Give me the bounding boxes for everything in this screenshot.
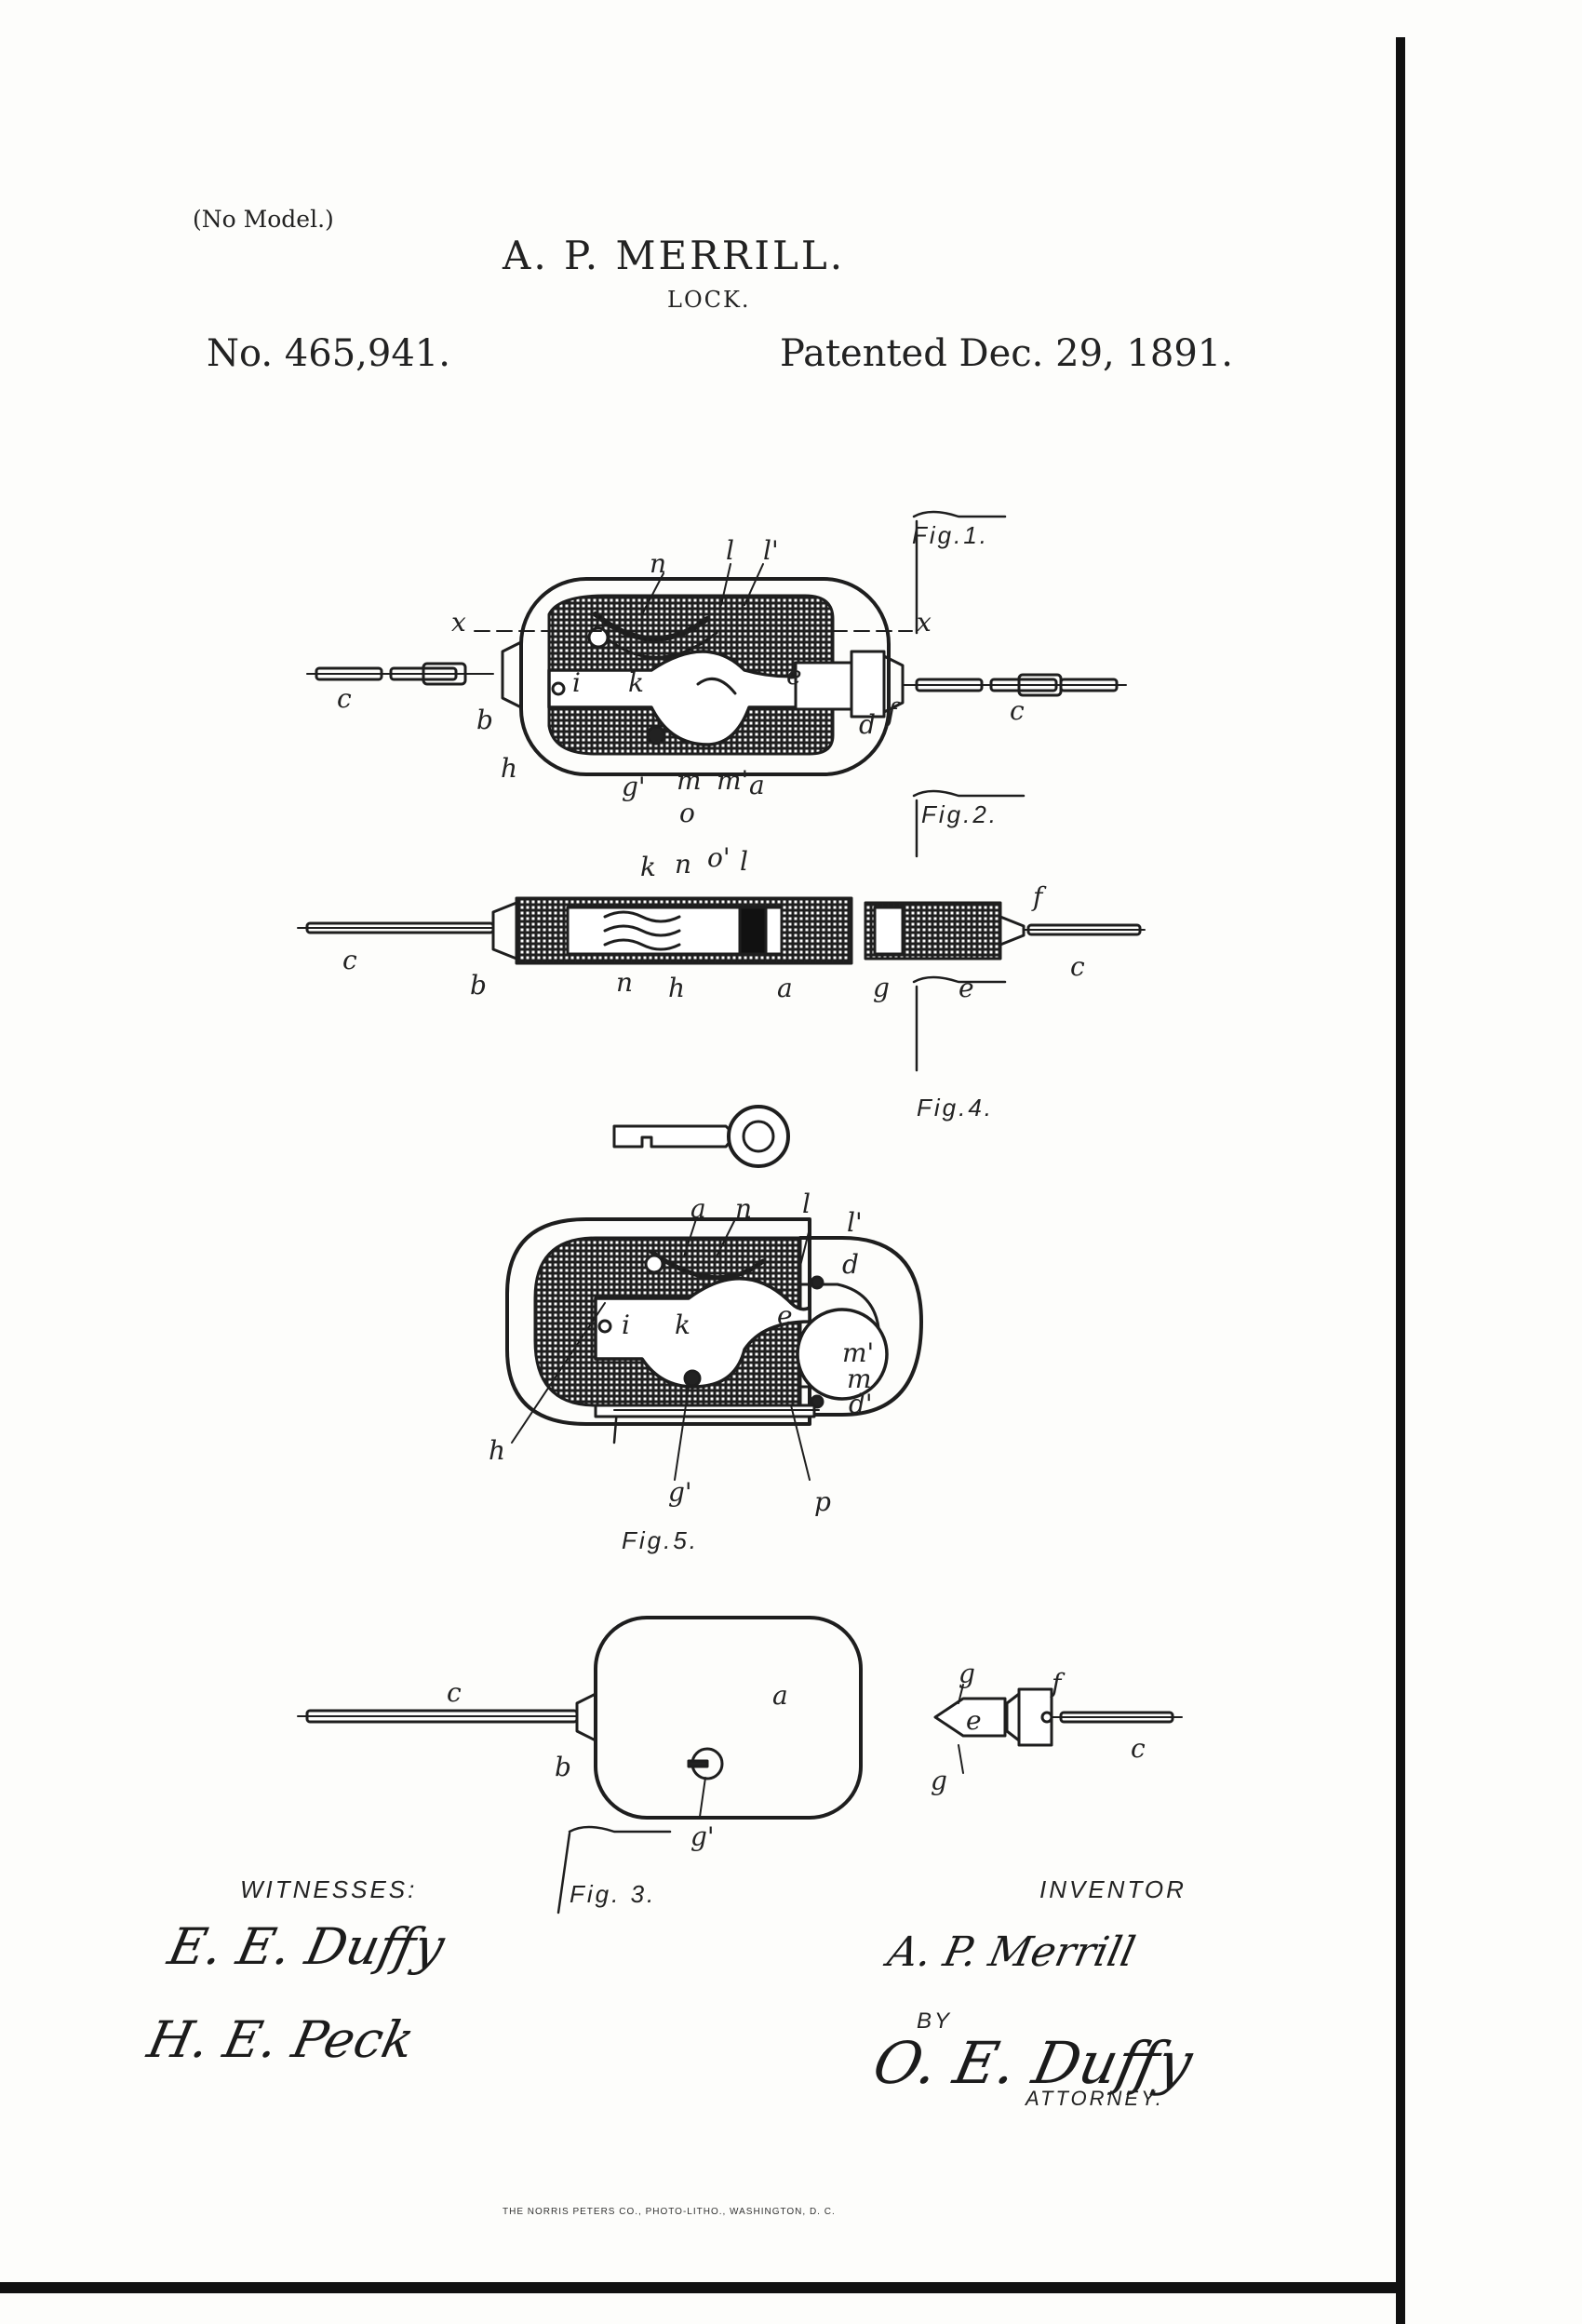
- witness-1-signature: E. E. Duffy: [163, 1917, 450, 1976]
- chain-right: [902, 673, 1127, 697]
- fig2-label: l: [740, 846, 748, 877]
- chain-left: [306, 662, 494, 686]
- fig3-label: c: [447, 1677, 462, 1708]
- fig1-label: c: [1010, 695, 1025, 726]
- fig4-label: n: [735, 1193, 753, 1224]
- fig3-label: a: [772, 1680, 788, 1711]
- fig4-label: m': [842, 1337, 875, 1368]
- figure-2-drawing: [297, 896, 1146, 965]
- fig-1-caption: Fig.1.: [912, 521, 990, 549]
- invention-title: LOCK.: [667, 287, 751, 313]
- fig-4-caption: Fig.4.: [917, 1094, 995, 1122]
- fig2-label: c: [342, 945, 357, 975]
- fig4-label: e: [777, 1300, 793, 1331]
- bottom-border-line: [0, 2282, 1405, 2293]
- patent-date: Patented Dec. 29, 1891.: [780, 332, 1233, 375]
- fig2-label: h: [668, 973, 686, 1003]
- fig1-label: a: [749, 770, 765, 800]
- witness-2-signature: H. E. Peck: [142, 2010, 420, 2069]
- leader-lines: [511, 563, 964, 1818]
- fig-3-caption: Fig. 3.: [570, 1880, 657, 1908]
- fig3-label: g: [959, 1659, 975, 1689]
- fig1-label: n: [650, 548, 667, 579]
- by-label: BY: [917, 2008, 953, 2034]
- fig1-label: l': [763, 535, 779, 566]
- fig4-label: d': [849, 1389, 873, 1419]
- fig1-label: b: [476, 705, 493, 735]
- fig3-label: g: [931, 1766, 947, 1796]
- fig1-label: e: [786, 660, 802, 691]
- fig4-label: a: [690, 1193, 706, 1224]
- fig1-label: h: [501, 753, 518, 784]
- fig4-label: p: [814, 1486, 831, 1517]
- fig1-label: m: [677, 765, 702, 796]
- fig4-label: l': [847, 1207, 863, 1238]
- fig1-label: m': [717, 765, 749, 796]
- fig2-label: g: [873, 973, 890, 1003]
- fig4-label: k: [675, 1310, 690, 1340]
- fig1-label: x: [917, 607, 932, 638]
- fig2-label: a: [777, 973, 793, 1003]
- fig2-label: k: [640, 852, 656, 882]
- fig3-label: b: [555, 1752, 571, 1782]
- fig4-label: d: [842, 1249, 859, 1280]
- fig-2-caption: Fig.2.: [921, 800, 999, 828]
- fig1-label: l: [726, 535, 734, 566]
- fig4-label: h: [489, 1435, 506, 1466]
- key-drawing: [612, 1105, 790, 1168]
- fig2-label: o': [707, 842, 731, 873]
- fig1-label: c: [337, 683, 352, 714]
- fig-5-caption: Fig.5.: [622, 1526, 700, 1554]
- patent-number: No. 465,941.: [207, 332, 450, 375]
- fig3-label: g': [690, 1821, 715, 1852]
- fig2-label: f: [1033, 881, 1043, 912]
- fig3-label: e: [966, 1705, 982, 1736]
- fig2-label: b: [470, 970, 487, 1001]
- fig2-label: c: [1070, 951, 1085, 982]
- figure-1-drawing: [306, 510, 1127, 1914]
- right-border-line: [1396, 37, 1405, 2324]
- fig3-label: c: [1131, 1733, 1146, 1764]
- inventor-label: INVENTOR: [1039, 1875, 1186, 1903]
- fig1-label: i: [572, 667, 581, 698]
- fig3-label: f: [1052, 1668, 1062, 1699]
- fig1-label: k: [628, 667, 644, 698]
- fig4-label: g': [668, 1477, 692, 1508]
- fig1-label: g': [622, 772, 646, 802]
- attorney-label: ATTORNEY.: [1026, 2087, 1164, 2110]
- witnesses-label: WITNESSES:: [240, 1875, 418, 1903]
- inventor-name: A. P. MERRILL.: [503, 233, 846, 278]
- fig1-label: f: [887, 697, 897, 728]
- no-model-note: (No Model.): [193, 206, 334, 233]
- figure-3-drawing: [297, 1616, 1183, 1820]
- fig4-label: l: [802, 1189, 811, 1219]
- fig4-label: i: [622, 1310, 630, 1340]
- fig1-label: o: [679, 798, 695, 828]
- fig2-label: e: [959, 973, 974, 1003]
- fig4-label: m: [847, 1364, 872, 1394]
- figure-4-drawing: [505, 1217, 923, 1426]
- fig1-label: d: [859, 709, 876, 740]
- fig2-label: n: [616, 967, 634, 998]
- fig1-label: x: [451, 607, 466, 638]
- printer-credit: THE NORRIS PETERS CO., PHOTO-LITHO., WAS…: [503, 2207, 836, 2217]
- fig2-label: n: [675, 849, 692, 880]
- inventor-signature: A. P. Merrill: [883, 1928, 1140, 1976]
